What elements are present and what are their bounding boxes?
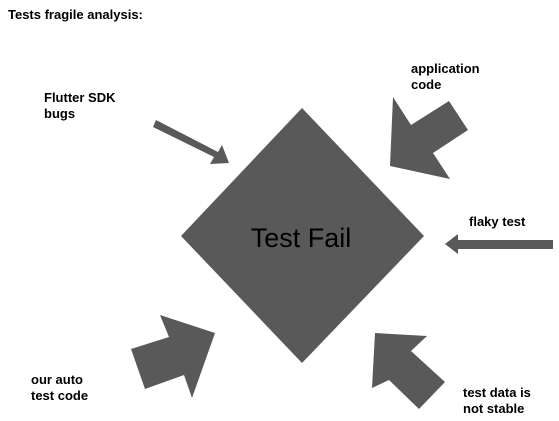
our-auto-test-code-arrow	[131, 315, 215, 398]
cause-our-auto-test-code: our auto test code	[31, 372, 88, 404]
cause-application-code: application code	[411, 61, 480, 93]
page-title: Tests fragile analysis:	[8, 7, 143, 22]
cause-label-line: our auto	[31, 372, 83, 387]
test-data-arrow	[372, 333, 445, 409]
cause-flaky-test: flaky test	[469, 214, 525, 230]
flutter-sdk-arrow	[153, 120, 229, 164]
cause-label-line: code	[411, 77, 442, 92]
test-fail-diamond	[181, 108, 424, 363]
cause-label-line: application	[411, 61, 480, 76]
cause-label-line: test code	[31, 388, 89, 403]
application-code-arrow	[390, 97, 468, 179]
flaky-test-arrow	[445, 234, 553, 254]
cause-label-line: not stable	[463, 401, 525, 416]
cause-label-line: test data is	[463, 385, 531, 400]
cause-label-line: Flutter SDK	[44, 90, 116, 105]
cause-label-line: flaky test	[469, 214, 526, 229]
cause-label-line: bugs	[44, 106, 76, 121]
cause-test-data-not-stable: test data is not stable	[463, 385, 531, 417]
cause-flutter-sdk-bugs: Flutter SDK bugs	[44, 90, 116, 122]
test-fail-label: Test Fail	[251, 223, 352, 253]
